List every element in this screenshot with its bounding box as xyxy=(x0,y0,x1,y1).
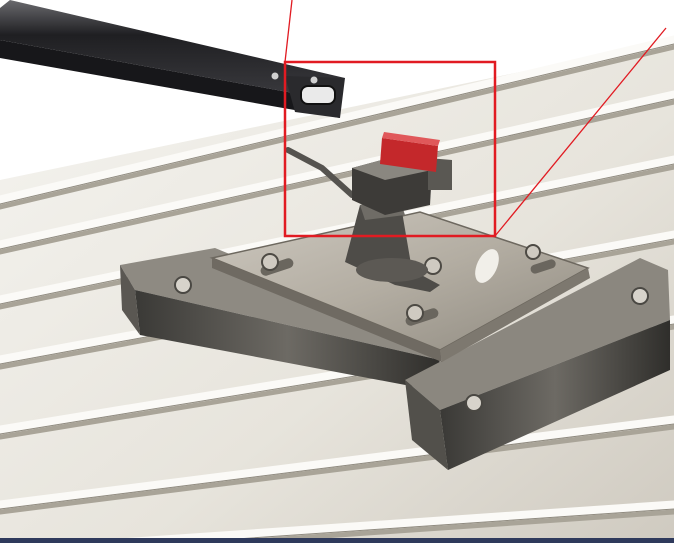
bolt-right-2 xyxy=(631,287,649,305)
roof-rib-edge xyxy=(0,43,674,205)
red-clip xyxy=(380,132,440,172)
roof-rib xyxy=(0,35,674,205)
aluminium-rail xyxy=(0,0,345,118)
roof-rib-edge xyxy=(0,98,674,250)
bottom-bar xyxy=(0,538,674,543)
roof-rib xyxy=(115,500,674,543)
callout-line-left xyxy=(284,0,293,63)
roof-rib xyxy=(0,90,674,250)
seam-clamp-right xyxy=(405,258,670,470)
bolt-left xyxy=(174,276,192,294)
highlight-frame xyxy=(283,60,497,238)
callout-line-right xyxy=(494,27,667,237)
seam-clamp-left xyxy=(120,248,450,390)
bolt-right-1 xyxy=(465,394,483,412)
roof-rib xyxy=(0,415,674,510)
roof-rib-shadow xyxy=(0,42,674,210)
roof-rib-shadow xyxy=(0,422,674,515)
rail-clamp xyxy=(285,147,452,215)
roof-rib-shadow xyxy=(0,97,674,255)
roof-rib-edge xyxy=(0,423,674,510)
